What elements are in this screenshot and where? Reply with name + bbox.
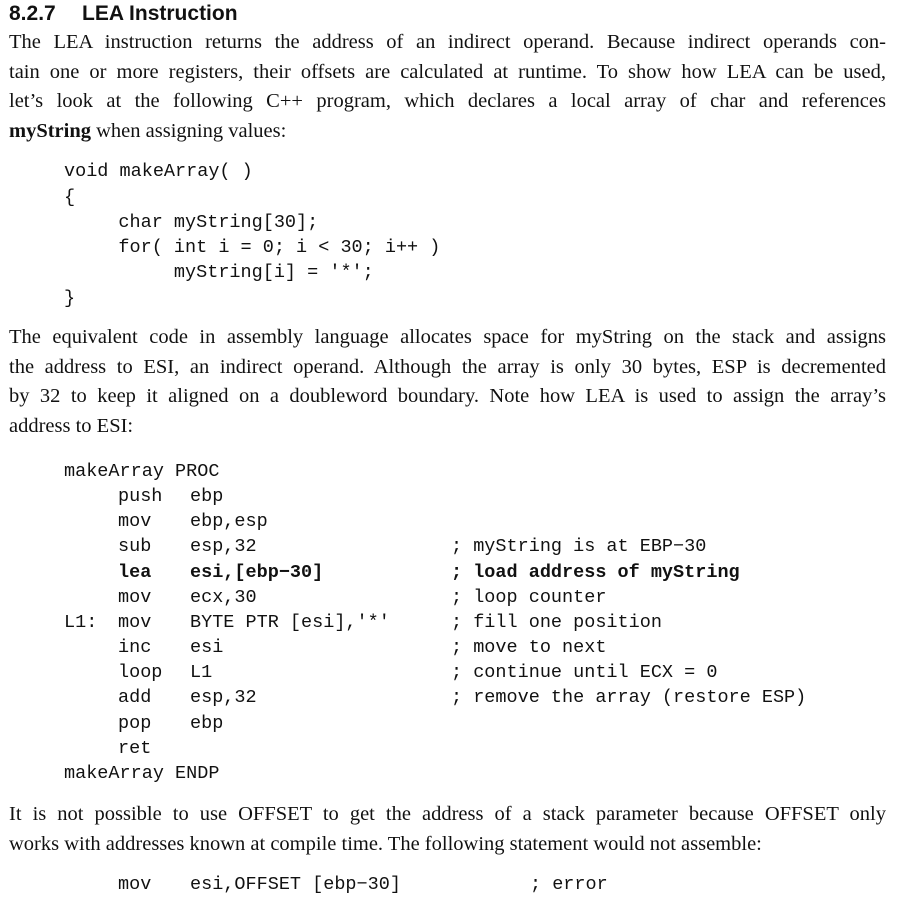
asm-args: esi (190, 637, 224, 659)
paragraph-line: tain one or more registers, their offset… (9, 60, 886, 83)
asm-comment: ; myString is at EBP−30 (451, 536, 707, 558)
asm-op: ret (118, 737, 152, 759)
asm-args: esp,32 (190, 536, 257, 558)
asm-op: loop (118, 662, 163, 684)
paragraph-text: when assigning values: (91, 120, 287, 143)
intro-paragraph: The LEA instruction returns the address … (9, 28, 886, 147)
asm-comment: ; fill one position (451, 611, 662, 633)
asm-comment: ; load address of myString (451, 561, 740, 583)
paragraph-line: myString when assigning values: (9, 117, 886, 147)
asm-op: sub (118, 536, 152, 558)
asm-comment: ; remove the array (restore ESP) (451, 687, 807, 709)
asm-label: makeArray ENDP (64, 762, 220, 784)
code-line: myString[i] = '*'; (74, 262, 374, 283)
asm-args: ebp (190, 486, 224, 508)
paragraph-line: It is not possible to use OFFSET to get … (9, 803, 886, 825)
paragraph-line: the address to ESI, an indirect operand.… (9, 355, 886, 378)
asm-args: L1 (190, 662, 213, 684)
asm-args: ebp (190, 712, 224, 734)
closing-paragraph: It is not possible to use OFFSET to get … (9, 800, 886, 859)
asm-op: mov (118, 611, 152, 633)
asm-args: esi,[ebp−30] (190, 561, 324, 583)
code-line: for( int i = 0; i < 30; i++ ) (74, 237, 441, 258)
explanation-paragraph: The equivalent code in assembly language… (9, 323, 886, 442)
asm-op: mov (118, 586, 152, 608)
asm-comment: ; continue until ECX = 0 (451, 662, 718, 684)
code-args: esi,OFFSET [ebp−30] (190, 874, 401, 895)
code-line: { (64, 187, 76, 208)
asm-args: ecx,30 (190, 586, 257, 608)
paragraph-line: by 32 to keep it aligned on a doubleword… (9, 385, 886, 408)
asm-label: makeArray PROC (64, 461, 220, 482)
asm-op: push (118, 486, 163, 508)
asm-comment: ; loop counter (451, 586, 607, 608)
code-line: char myString[30]; (74, 212, 319, 233)
asm-args: BYTE PTR [esi],'*' (190, 611, 390, 633)
inline-bold-term: myString (9, 120, 91, 143)
section-title: LEA Instruction (82, 2, 238, 25)
asm-args: ebp,esp (190, 511, 268, 533)
asm-label: L1: (64, 611, 98, 633)
section-number: 8.2.7 (9, 2, 56, 25)
section-heading: 8.2.7 LEA Instruction (9, 1, 238, 27)
paragraph-line: let’s look at the following C++ program,… (9, 90, 886, 113)
asm-op: pop (118, 712, 152, 734)
asm-op: mov (118, 511, 152, 533)
paragraph-line: The LEA instruction returns the address … (9, 31, 886, 53)
asm-op: inc (118, 637, 152, 659)
paragraph-line: The equivalent code in assembly language… (9, 326, 886, 348)
code-comment: ; error (530, 874, 608, 895)
paragraph-line: address to ESI: (9, 415, 134, 438)
asm-op: lea (118, 561, 152, 583)
code-op: mov (118, 874, 152, 895)
paragraph-line: works with addresses known at compile ti… (9, 832, 762, 855)
asm-args: esp,32 (190, 687, 257, 709)
asm-comment: ; move to next (451, 637, 607, 659)
asm-op: add (118, 687, 152, 709)
code-line: void makeArray( ) (64, 161, 253, 182)
code-line: } (64, 288, 76, 309)
